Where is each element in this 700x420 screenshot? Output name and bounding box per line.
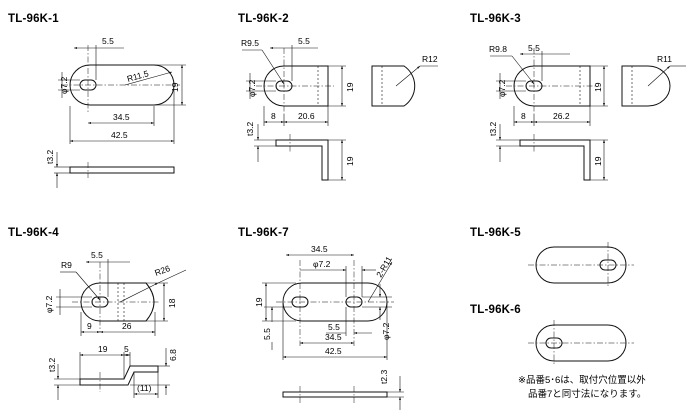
footnote: ※品番5･6は、取付穴位置以外 品番7と同寸法になります。 xyxy=(518,374,646,400)
k2-dim-thickness: t3.2 xyxy=(245,122,255,136)
k3-side-view xyxy=(519,139,591,181)
k2-dim-20-6: 20.6 xyxy=(298,111,315,121)
k4-dim-r26: R26 xyxy=(153,263,171,278)
k4-dim-18: 18 xyxy=(167,298,177,308)
part-title-k3: TL-96K-3 xyxy=(470,13,521,25)
part-tl-96k-2: TL-96K-2 R9.5 5.5 φ7.2 19 8 20.6 xyxy=(238,13,438,181)
k3-dim-r9-8: R9.8 xyxy=(489,44,507,54)
k7-dim-5-5-mid: 5.5 xyxy=(328,322,340,332)
k3-dim-26-2: 26.2 xyxy=(553,111,570,121)
k2-dim-8: 8 xyxy=(271,111,276,121)
k4-dim-slot: φ7.2 xyxy=(44,295,54,313)
part-tl-96k-4: TL-96K-4 R9 5.5 R26 φ7.2 18 9 26 xyxy=(8,227,187,400)
k3-dim-slot: φ7.2 xyxy=(497,79,507,97)
k1-side-view xyxy=(69,166,175,174)
k7-dim-42-5: 42.5 xyxy=(325,346,342,356)
part-title-k6: TL-96K-6 xyxy=(470,304,521,316)
k2-dim-slot: φ7.2 xyxy=(247,79,257,97)
k7-dim-19: 19 xyxy=(254,297,264,307)
part-title-k2: TL-96K-2 xyxy=(238,13,289,25)
k4-dim-6-8: 6.8 xyxy=(168,349,178,361)
k7-dim-thickness: t2.3 xyxy=(379,370,389,384)
k1-dim-19: 19 xyxy=(170,82,180,92)
k1-dim-42-5: 42.5 xyxy=(111,130,128,140)
k7-dim-5-5-left: 5.5 xyxy=(262,328,272,340)
k7-dim-slot-top: φ7.2 xyxy=(313,259,331,269)
k7-side-view xyxy=(282,391,388,398)
k1-dim-slot: φ7.2 xyxy=(59,76,69,94)
k1-dim-34-5: 34.5 xyxy=(113,112,130,122)
k2-radius-leader xyxy=(261,49,285,85)
k3-dim-5-5: 5.5 xyxy=(528,43,540,53)
part-tl-96k-6: TL-96K-6 xyxy=(470,304,634,366)
k4-dim-5: 5 xyxy=(124,344,129,354)
k1-dim-thickness: t3.2 xyxy=(45,150,55,164)
part-title-k1: TL-96K-1 xyxy=(8,13,59,25)
k4-dim-5-5: 5.5 xyxy=(91,250,103,260)
k4-dim-thickness: t3.2 xyxy=(47,358,57,372)
part-tl-96k-1: TL-96K-1 5.5 φ7.2 R11.5 19 34.5 42.5 xyxy=(8,13,186,188)
k2-dim-19: 19 xyxy=(345,82,355,92)
k4-plan-outline xyxy=(80,282,155,322)
part-title-k4: TL-96K-4 xyxy=(8,227,59,239)
part-title-k7: TL-96K-7 xyxy=(238,227,289,239)
k3-dim-19-side: 19 xyxy=(593,156,603,166)
k2-end-view xyxy=(371,65,416,107)
k7-dim-34-5-top: 34.5 xyxy=(311,244,328,254)
k4-dim-11: (11) xyxy=(137,383,152,393)
k4-dim-19: 19 xyxy=(98,344,108,354)
k4-dim-26: 26 xyxy=(122,321,132,331)
k7-dim-34-5: 34.5 xyxy=(325,332,342,342)
k1-dim-5-5: 5.5 xyxy=(102,36,114,46)
k2-dim-5-5: 5.5 xyxy=(298,36,310,46)
k3-dim-r11: R11 xyxy=(657,54,672,64)
part-tl-96k-3: TL-96K-3 R9.8 5.5 φ7.2 19 8 26.2 xyxy=(470,13,686,181)
k3-dim-thickness: t3.2 xyxy=(488,122,498,136)
k3-dim-19: 19 xyxy=(593,82,603,92)
k3-end-view xyxy=(621,65,671,107)
part-tl-96k-5: TL-96K-5 xyxy=(470,227,634,288)
k2-side-view xyxy=(275,139,329,181)
k4-dim-r9: R9 xyxy=(61,260,72,270)
k1-radius-leader xyxy=(124,71,173,86)
part-title-k5: TL-96K-5 xyxy=(470,227,521,239)
k2-dim-r12: R12 xyxy=(422,54,438,64)
part-tl-96k-7: TL-96K-7 34.5 φ7.2 2-R11 19 5.5 5.5 xyxy=(238,227,404,410)
k7-dim-slot-right: φ7.2 xyxy=(381,322,391,340)
k7-dim-2-r11: 2-R11 xyxy=(374,254,394,279)
k4-dim-9: 9 xyxy=(87,321,92,331)
k3-dim-8: 8 xyxy=(521,111,526,121)
k2-dim-r9-5: R9.5 xyxy=(241,38,259,48)
note-line-1: ※品番5･6は、取付穴位置以外 xyxy=(518,374,646,386)
k2-dim-19-side: 19 xyxy=(345,156,355,166)
note-line-2: 品番7と同寸法になります。 xyxy=(528,388,646,400)
